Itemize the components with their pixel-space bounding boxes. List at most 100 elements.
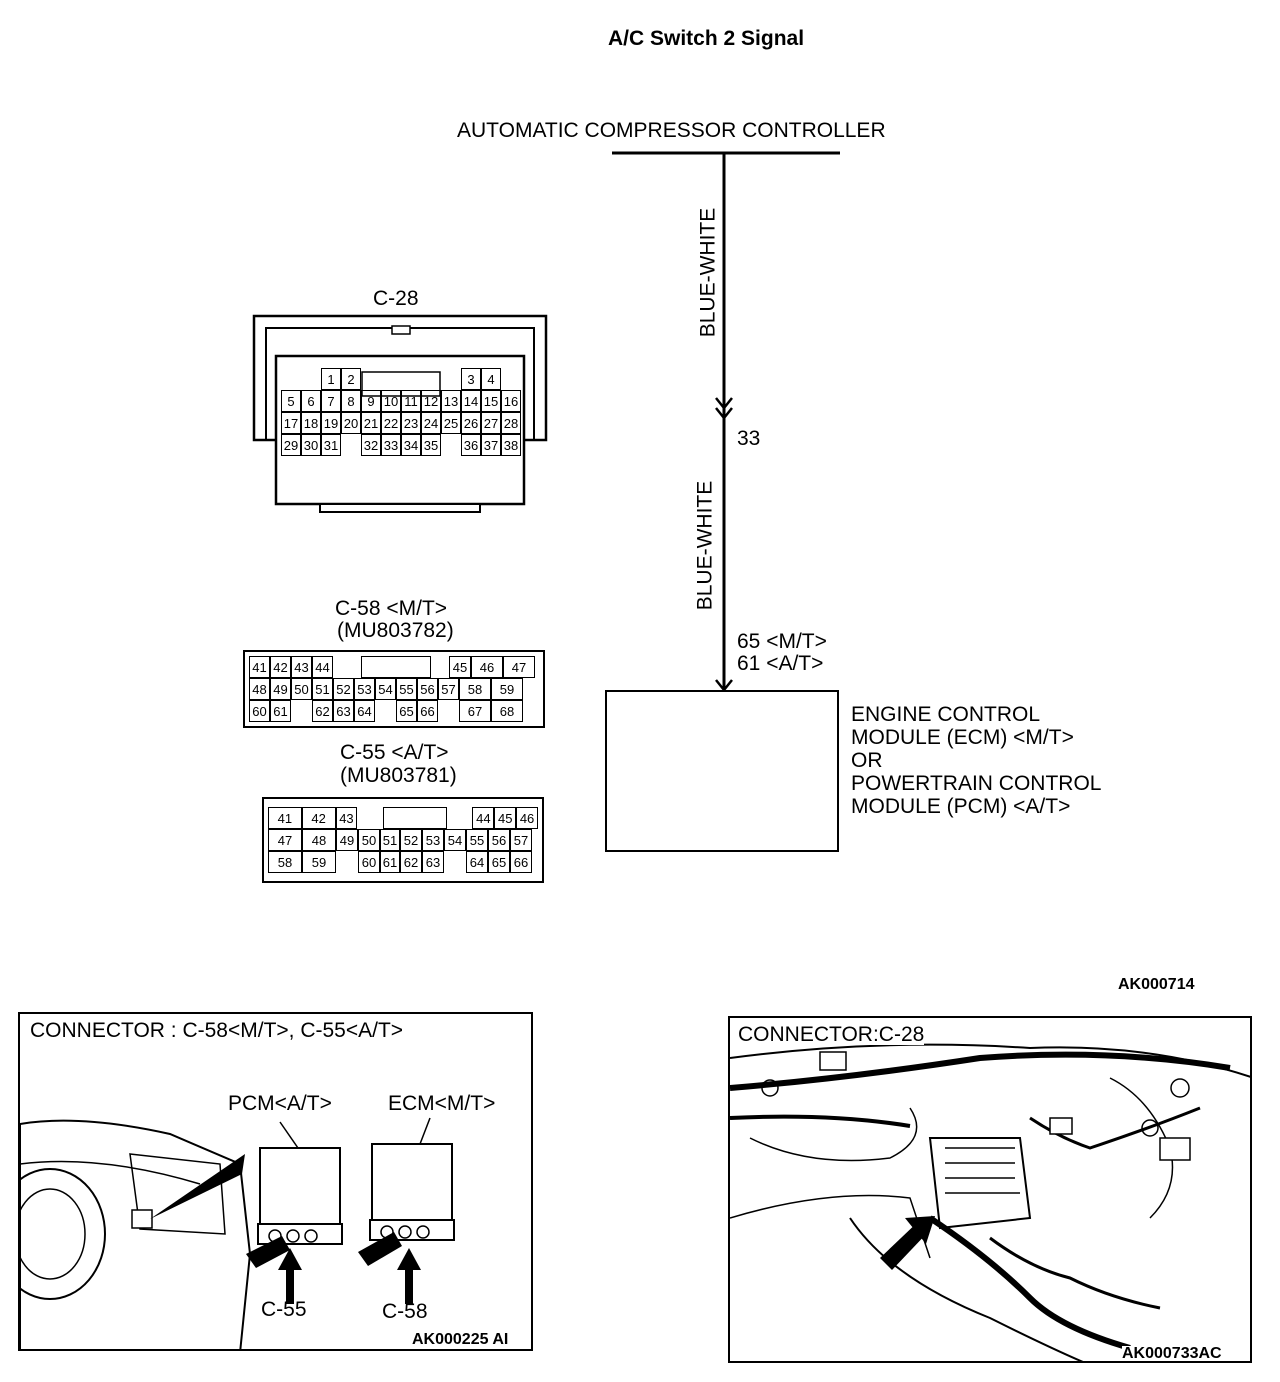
pin: 2 bbox=[341, 368, 361, 390]
pin: 58 bbox=[459, 678, 491, 700]
page-title: A/C Switch 2 Signal bbox=[608, 27, 805, 50]
pin: 35 bbox=[421, 434, 441, 456]
pin: 5 bbox=[281, 390, 301, 412]
module-location-marker bbox=[131, 1209, 153, 1229]
pin: 41 bbox=[249, 656, 270, 678]
pin: 63 bbox=[422, 851, 444, 873]
pin: 61 bbox=[270, 700, 291, 722]
dashboard-illustration bbox=[20, 1117, 455, 1349]
c58-connector-icon bbox=[358, 1232, 402, 1266]
pin: 17 bbox=[281, 412, 301, 434]
photo-left: CONNECTOR : C-58<M/T>, C-55<A/T> PCM<A/T… bbox=[18, 1012, 533, 1351]
pin: 29 bbox=[281, 434, 301, 456]
pin: 9 bbox=[361, 390, 381, 412]
pin: 22 bbox=[381, 412, 401, 434]
pin: 42 bbox=[270, 656, 291, 678]
pin: 56 bbox=[417, 678, 438, 700]
c55-part: (MU803781) bbox=[340, 764, 457, 787]
pin: 65 bbox=[396, 700, 417, 722]
module-label-line: POWERTRAIN CONTROL bbox=[851, 772, 1102, 795]
photo-left-code: AK000225 AI bbox=[412, 1331, 509, 1348]
callout-pointer bbox=[150, 1154, 245, 1219]
pin: 50 bbox=[291, 678, 312, 700]
pin: 44 bbox=[472, 807, 495, 829]
pin: 52 bbox=[333, 678, 354, 700]
pin: 41 bbox=[268, 807, 302, 829]
c28-pins: 1 2 3 4 5 6 7 8 9 10 11 12 13 14 15 16 1… bbox=[281, 368, 521, 456]
controller-label: AUTOMATIC COMPRESSOR CONTROLLER bbox=[457, 119, 886, 142]
c58-row: 48 49 50 51 52 53 54 55 56 57 58 59 bbox=[249, 678, 539, 700]
pin: 62 bbox=[312, 700, 333, 722]
c28-row: 1 2 3 4 bbox=[321, 368, 521, 390]
pin: 65 bbox=[488, 851, 510, 873]
pin: 36 bbox=[461, 434, 481, 456]
pin: 42 bbox=[301, 807, 336, 829]
pin: 51 bbox=[312, 678, 333, 700]
pin: 62 bbox=[400, 851, 422, 873]
pin: 54 bbox=[444, 829, 466, 851]
pin: 43 bbox=[335, 807, 358, 829]
module-label-line: OR bbox=[851, 749, 883, 772]
connector-arrow-upper bbox=[715, 397, 733, 411]
pin: 10 bbox=[381, 390, 401, 412]
pin: 7 bbox=[321, 390, 341, 412]
c55-row: 41 42 43 44 45 46 bbox=[268, 807, 538, 829]
pin: 55 bbox=[396, 678, 417, 700]
pin: 61 bbox=[380, 851, 400, 873]
pin: 3 bbox=[461, 368, 481, 390]
pin: 11 bbox=[401, 390, 421, 412]
connector-arrow-lower bbox=[715, 407, 733, 421]
pin: 14 bbox=[461, 390, 481, 412]
pin: 68 bbox=[491, 700, 523, 722]
pin: 51 bbox=[380, 829, 400, 851]
pin: 53 bbox=[354, 678, 375, 700]
pin: 57 bbox=[510, 829, 532, 851]
pin: 48 bbox=[302, 829, 336, 851]
pin: 60 bbox=[358, 851, 380, 873]
pin: 59 bbox=[491, 678, 523, 700]
c55-label: C-55 <A/T> bbox=[340, 741, 449, 764]
pcm-module-icon bbox=[259, 1147, 341, 1229]
pin-module-at: 61 <A/T> bbox=[737, 652, 824, 675]
pin: 24 bbox=[421, 412, 441, 434]
pin: 46 bbox=[516, 807, 538, 829]
pin-controller: 33 bbox=[737, 427, 761, 450]
photo-left-caption: CONNECTOR : C-58<M/T>, C-55<A/T> bbox=[30, 1019, 404, 1042]
ecm-label: ECM<M/T> bbox=[388, 1092, 496, 1115]
pin: 18 bbox=[301, 412, 321, 434]
pin: 60 bbox=[249, 700, 270, 722]
pin: 13 bbox=[441, 390, 461, 412]
module-box bbox=[605, 690, 839, 852]
wire-color-upper: BLUE-WHITE bbox=[696, 207, 720, 338]
pin-module-mt: 65 <M/T> bbox=[737, 630, 827, 653]
ecm-module-icon bbox=[371, 1143, 453, 1225]
c58-part: (MU803782) bbox=[337, 619, 454, 642]
c28-row: 29 30 31 32 33 34 35 36 37 38 bbox=[281, 434, 521, 456]
pin: 27 bbox=[481, 412, 501, 434]
pin: 46 bbox=[471, 656, 503, 678]
c58-connector: 41 42 43 44 45 46 47 48 49 50 51 52 53 5… bbox=[243, 650, 545, 728]
c58-label: C-58 <M/T> bbox=[335, 597, 448, 620]
pin: 32 bbox=[361, 434, 381, 456]
c28-label: C-28 bbox=[373, 287, 419, 310]
c55-connector: 41 42 43 44 45 46 47 48 49 50 51 52 53 5… bbox=[262, 797, 544, 883]
pin: 28 bbox=[501, 412, 521, 434]
pin: 57 bbox=[438, 678, 459, 700]
pin: 26 bbox=[461, 412, 481, 434]
pin: 45 bbox=[449, 656, 471, 678]
pin: 37 bbox=[481, 434, 501, 456]
pin: 47 bbox=[503, 656, 535, 678]
pin: 66 bbox=[417, 700, 438, 722]
photo-right-caption: CONNECTOR:C-28 bbox=[738, 1023, 925, 1046]
c58-row: 41 42 43 44 45 46 47 bbox=[249, 656, 539, 678]
pin: 48 bbox=[249, 678, 270, 700]
pin: 38 bbox=[501, 434, 521, 456]
pin: 33 bbox=[381, 434, 401, 456]
module-label-line: MODULE (ECM) <M/T> bbox=[851, 726, 1074, 749]
pin: 30 bbox=[301, 434, 321, 456]
pin: 56 bbox=[488, 829, 510, 851]
pin: 55 bbox=[466, 829, 488, 851]
pin: 58 bbox=[268, 851, 302, 873]
c28-row: 5 6 7 8 9 10 11 12 13 14 15 16 bbox=[281, 390, 521, 412]
pin: 45 bbox=[494, 807, 517, 829]
